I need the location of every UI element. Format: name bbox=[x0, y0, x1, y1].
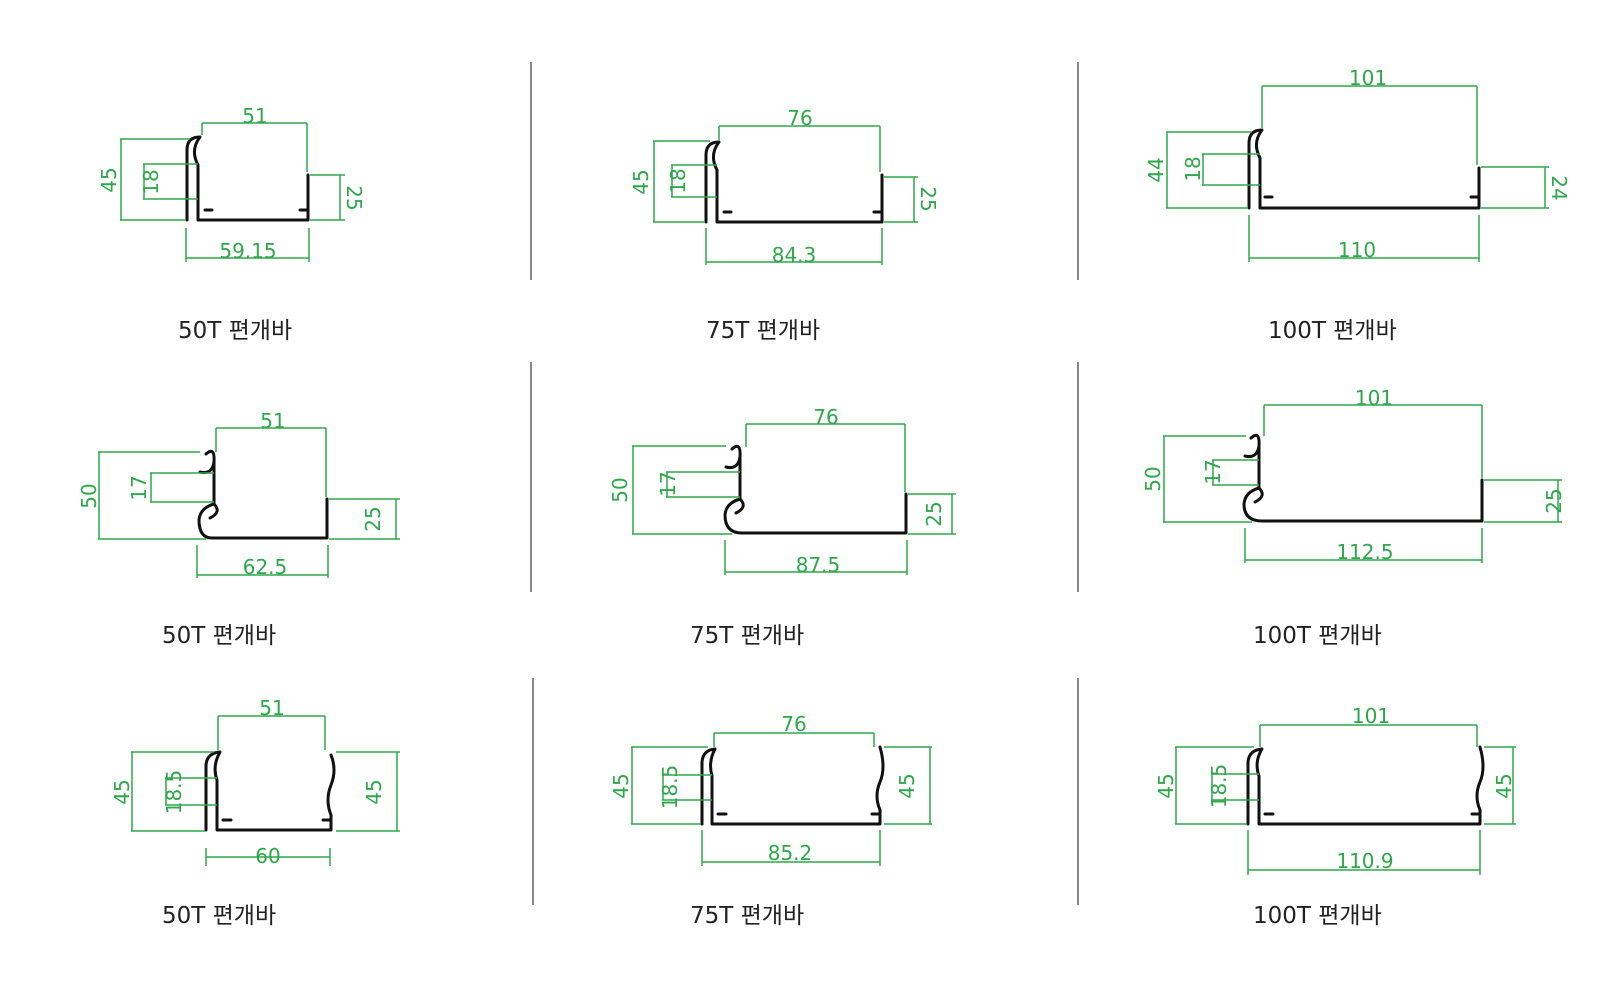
dim-lip-height: 17 bbox=[1201, 459, 1225, 484]
dim-bottom-width: 112.5 bbox=[1336, 540, 1393, 564]
dim-right-height: 45 bbox=[1492, 773, 1516, 798]
dim-left-height: 50 bbox=[1141, 466, 1165, 491]
dim-bottom-width: 110 bbox=[1338, 238, 1376, 262]
channel-profile bbox=[1246, 745, 1485, 826]
dimension-lines bbox=[131, 715, 400, 866]
channel-profile bbox=[1247, 128, 1481, 210]
dim-right-height: 25 bbox=[1542, 488, 1566, 513]
profile-panel: 101 110.9 45 18.5 45 100T 편개바 bbox=[1154, 704, 1516, 929]
dimension-lines bbox=[1166, 85, 1549, 262]
dimension-lines bbox=[653, 125, 918, 265]
profile-caption: 100T 편개바 bbox=[1253, 903, 1382, 929]
dim-bottom-width: 85.2 bbox=[768, 841, 813, 865]
dim-lip-height: 18 bbox=[139, 169, 163, 194]
dim-lip-height: 18.5 bbox=[658, 765, 682, 810]
dimension-lines bbox=[632, 423, 956, 575]
dim-top-width: 76 bbox=[781, 712, 806, 736]
profile-panel: 76 87.5 50 17 25 75T 편개바 bbox=[608, 405, 956, 649]
channel-profile bbox=[185, 135, 310, 222]
dim-top-width: 76 bbox=[813, 405, 838, 429]
dim-left-height: 45 bbox=[609, 773, 633, 798]
dim-bottom-width: 60 bbox=[255, 844, 280, 868]
dim-top-width: 76 bbox=[787, 106, 812, 130]
dim-right-height: 25 bbox=[342, 185, 366, 210]
dimension-lines bbox=[1175, 724, 1516, 875]
dim-bottom-width: 87.5 bbox=[796, 553, 841, 577]
dim-top-width: 51 bbox=[259, 696, 284, 720]
dim-bottom-width: 59.15 bbox=[219, 239, 276, 263]
profile-caption: 100T 편개바 bbox=[1268, 318, 1397, 344]
profile-caption: 50T 편개바 bbox=[178, 318, 292, 344]
dim-top-width: 51 bbox=[242, 104, 267, 128]
profile-panel: 51 62.5 50 17 25 50T 편개바 bbox=[77, 409, 400, 649]
dim-right-height: 45 bbox=[895, 773, 919, 798]
channel-profile bbox=[1242, 433, 1484, 523]
profile-caption: 100T 편개바 bbox=[1253, 623, 1382, 649]
channel-profile bbox=[723, 444, 908, 535]
dim-right-height: 25 bbox=[922, 501, 946, 526]
channel-profile bbox=[197, 449, 329, 540]
dim-lip-height: 18 bbox=[666, 168, 690, 193]
profile-caption: 75T 편개바 bbox=[690, 903, 804, 929]
dim-left-height: 50 bbox=[77, 483, 101, 508]
channel-profile bbox=[700, 745, 885, 826]
dimension-lines bbox=[120, 122, 345, 262]
dimension-lines bbox=[631, 732, 932, 866]
profile-panel: 51 60 45 18.5 45 50T 편개바 bbox=[110, 696, 400, 929]
channel-profile bbox=[204, 750, 336, 832]
channel-profile bbox=[704, 140, 884, 224]
dim-left-height: 45 bbox=[97, 167, 121, 192]
profile-caption: 75T 편개바 bbox=[690, 623, 804, 649]
dim-lip-height: 18.5 bbox=[162, 770, 186, 815]
profile-panel: 76 84.3 45 18 25 75T 편개바 bbox=[629, 106, 940, 344]
dim-right-height: 24 bbox=[1547, 175, 1571, 200]
dim-top-width: 101 bbox=[1355, 386, 1393, 410]
dimension-lines bbox=[1163, 404, 1562, 563]
dim-bottom-width: 110.9 bbox=[1336, 849, 1393, 873]
profile-caption: 75T 편개바 bbox=[706, 318, 820, 344]
profile-panel: 101 110 44 18 24 100T 편개바 bbox=[1144, 66, 1571, 344]
profile-caption: 50T 편개바 bbox=[162, 623, 276, 649]
dim-top-width: 101 bbox=[1349, 66, 1387, 90]
dim-lip-height: 17 bbox=[656, 471, 680, 496]
dim-left-height: 45 bbox=[110, 779, 134, 804]
profile-panel: 101 112.5 50 17 25 100T 편개바 bbox=[1141, 386, 1566, 649]
dim-bottom-width: 62.5 bbox=[243, 555, 288, 579]
dim-left-height: 50 bbox=[608, 477, 632, 502]
dim-lip-height: 18.5 bbox=[1207, 764, 1231, 809]
dim-left-height: 44 bbox=[1144, 157, 1168, 182]
dim-left-height: 45 bbox=[1154, 773, 1178, 798]
dimension-lines bbox=[98, 427, 400, 578]
profile-panel: 76 85.2 45 18.5 45 75T 편개바 bbox=[609, 712, 932, 929]
profile-panel: 51 59.15 45 18 25 50T 편개바 bbox=[97, 104, 366, 344]
dim-top-width: 51 bbox=[260, 409, 285, 433]
dim-right-height: 25 bbox=[361, 506, 385, 531]
dim-right-height: 25 bbox=[916, 186, 940, 211]
dim-right-height: 45 bbox=[362, 779, 386, 804]
dim-bottom-width: 84.3 bbox=[772, 243, 817, 267]
dim-top-width: 101 bbox=[1352, 704, 1390, 728]
dim-lip-height: 18 bbox=[1181, 156, 1205, 181]
dim-left-height: 45 bbox=[629, 169, 653, 194]
dim-lip-height: 17 bbox=[127, 475, 151, 500]
profile-caption: 50T 편개바 bbox=[162, 903, 276, 929]
